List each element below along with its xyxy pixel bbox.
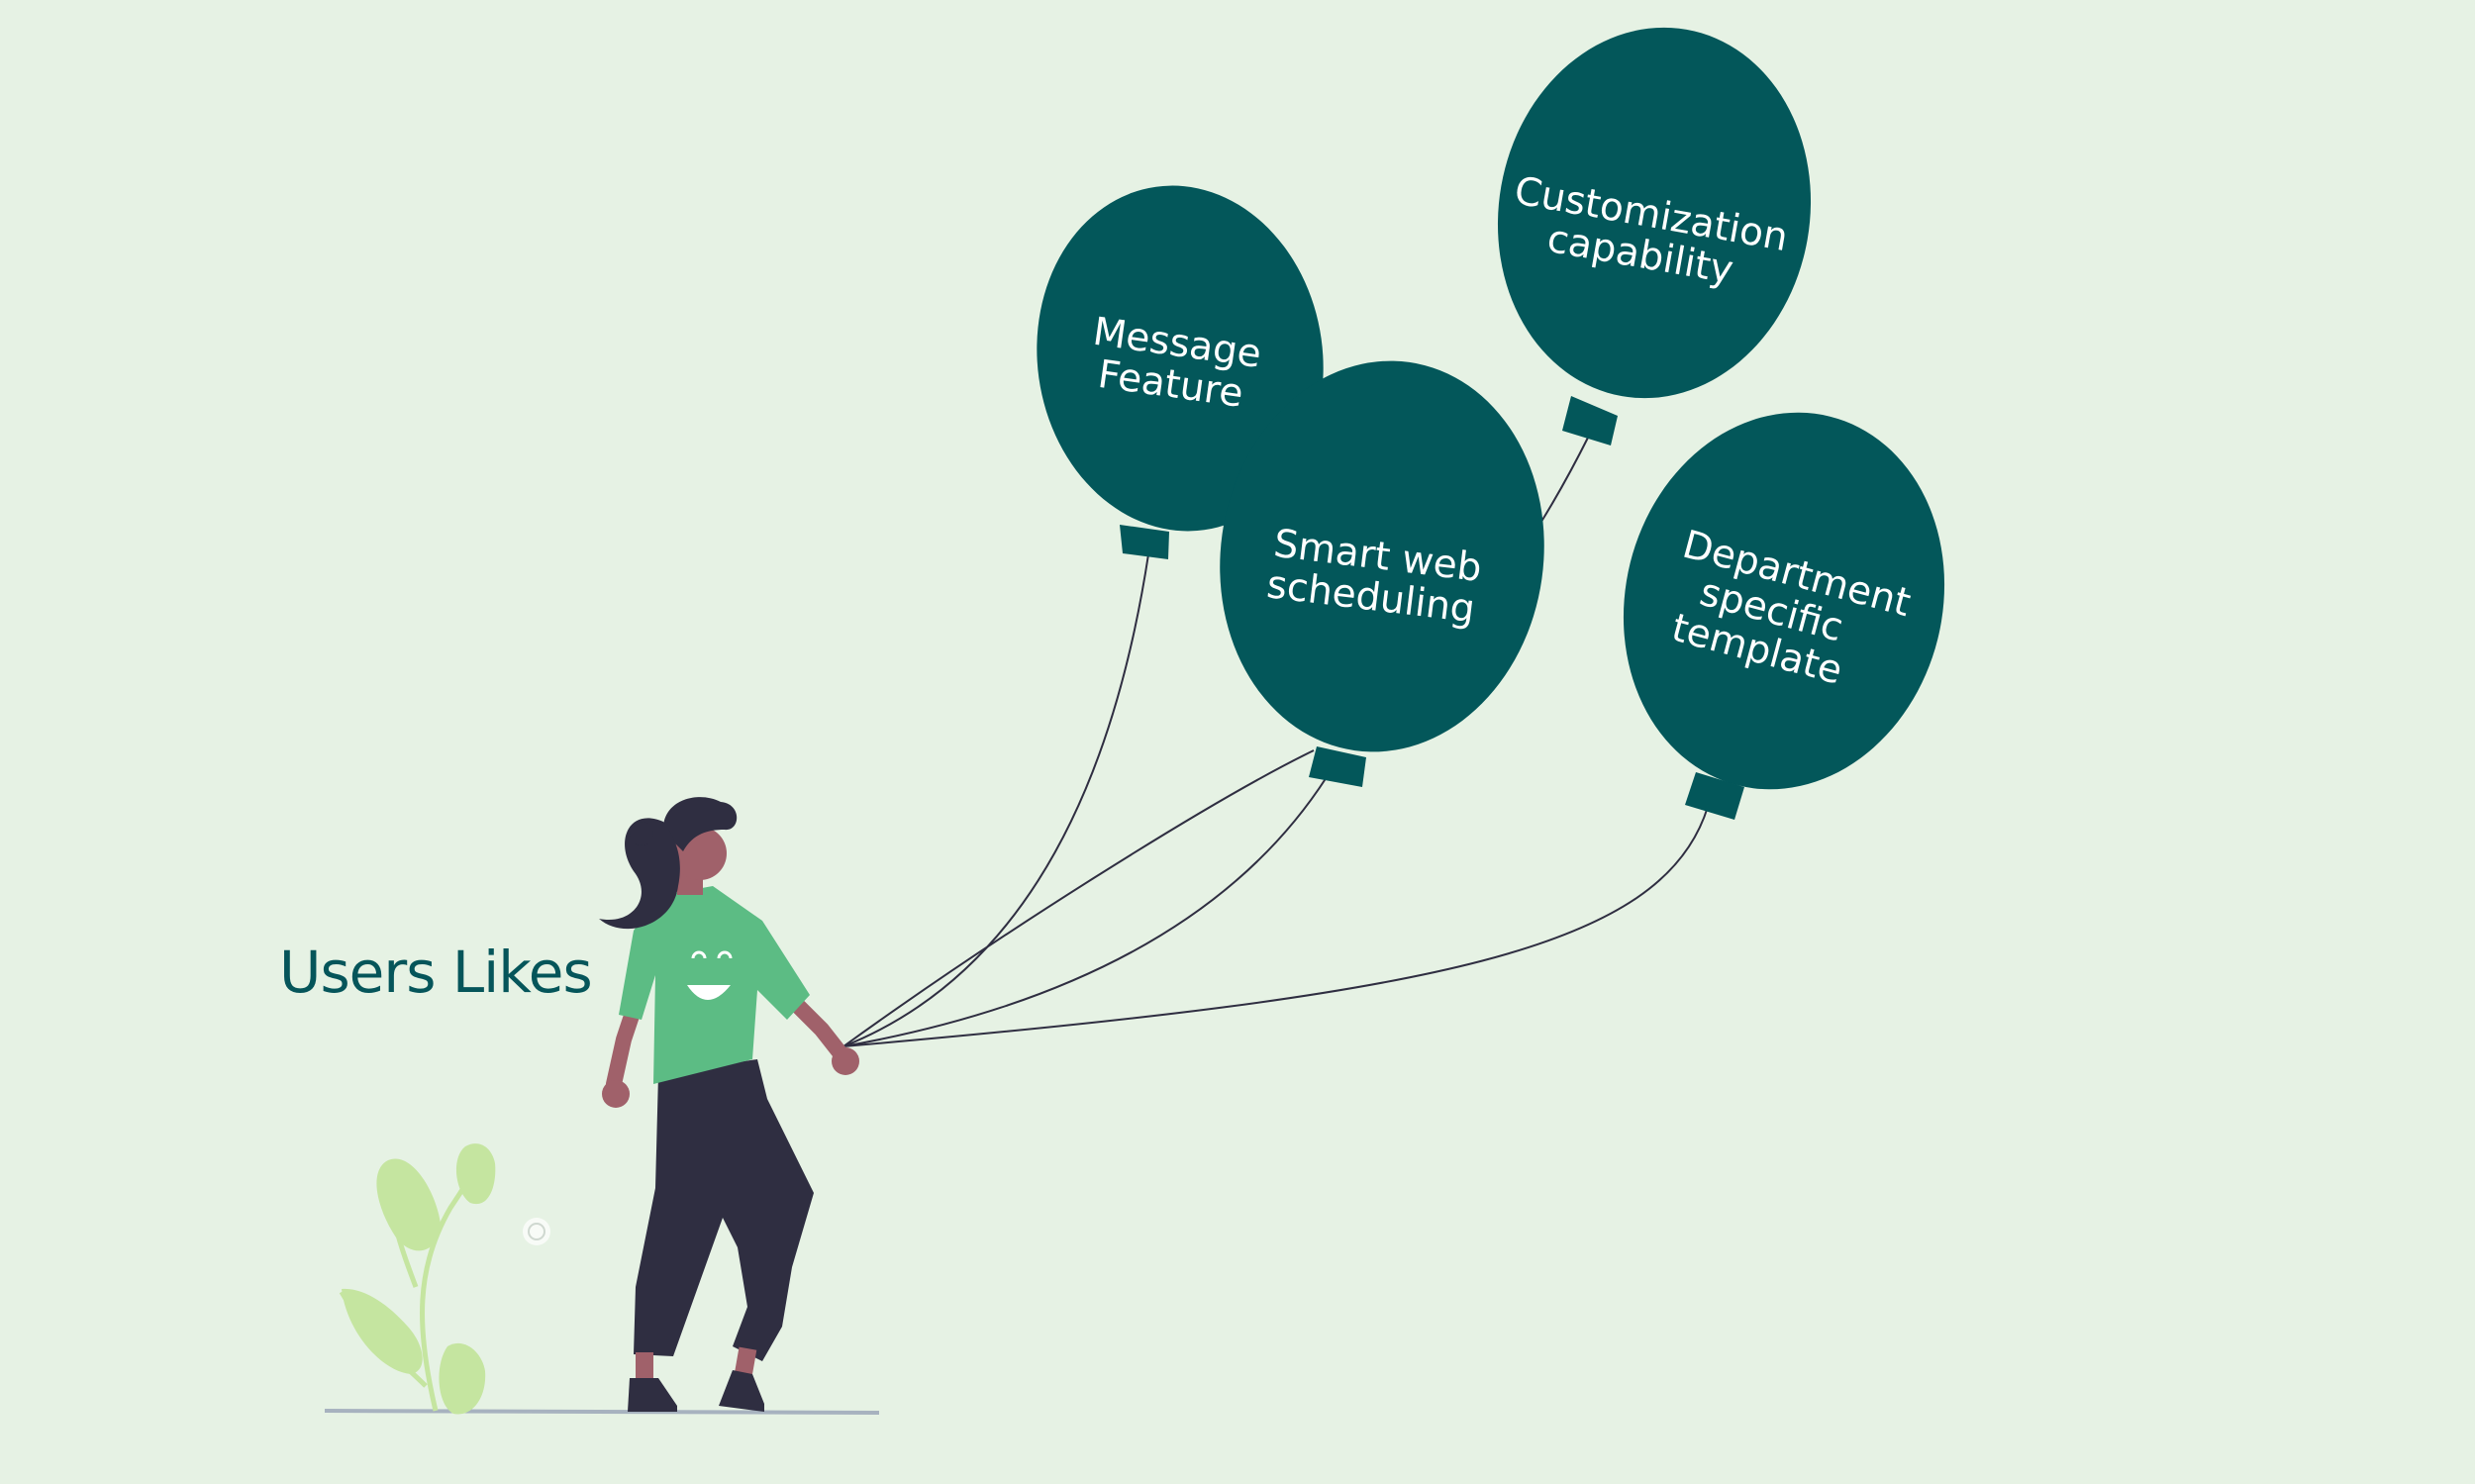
- balloon-strings: [842, 435, 1709, 1047]
- balloon-customization: Customization capability: [1497, 27, 1812, 445]
- smiley-icon: [523, 1218, 550, 1245]
- ground-line: [324, 1409, 880, 1415]
- balloon-icon: [1037, 185, 1324, 532]
- balloon-message: Message Feature: [1037, 185, 1324, 559]
- balloon-icon: [1623, 412, 1945, 790]
- balloon-icon: [1497, 27, 1812, 399]
- balloon-department: Department specific template: [1623, 412, 1945, 820]
- page-title: Users Likes: [279, 939, 593, 1006]
- plant-illustration: [339, 1143, 496, 1415]
- balloon-icon: [1220, 360, 1544, 752]
- balloon-smart-web: Smart web scheduling: [1220, 360, 1544, 787]
- person-illustration: [599, 797, 859, 1412]
